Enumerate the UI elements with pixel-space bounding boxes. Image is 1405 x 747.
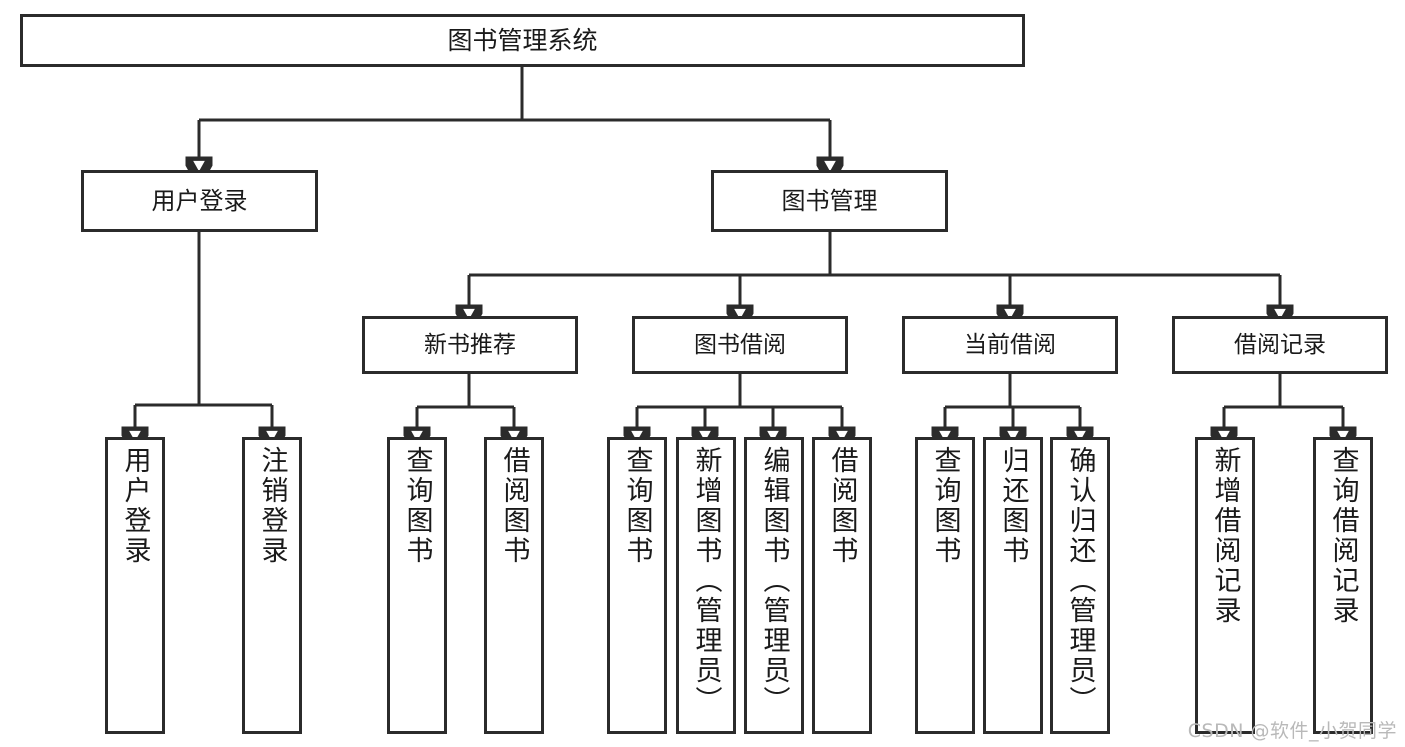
node-label: 归还图书 — [997, 446, 1029, 566]
node-label: 新增图书（管理员） — [690, 446, 722, 716]
node-label: 新书推荐 — [424, 331, 516, 358]
node-label: 查询图书 — [621, 446, 653, 566]
leaf-book-borrow-query-book[interactable]: 查询图书 — [607, 437, 667, 734]
leaf-current-borrow-return-book[interactable]: 归还图书 — [983, 437, 1043, 734]
leaf-current-borrow-query-book[interactable]: 查询图书 — [915, 437, 975, 734]
node-label: 编辑图书（管理员） — [758, 446, 790, 716]
leaf-new-book-query-book[interactable]: 查询图书 — [387, 437, 447, 734]
leaf-user-login-login[interactable]: 用户登录 — [105, 437, 165, 734]
node-label: 当前借阅 — [964, 331, 1056, 358]
node-new-book-recommend[interactable]: 新书推荐 — [362, 316, 578, 374]
node-label: 借阅记录 — [1234, 331, 1326, 358]
node-label: 查询借阅记录 — [1327, 446, 1359, 626]
node-label: 借阅图书 — [826, 446, 858, 566]
leaf-borrow-records-query-record[interactable]: 查询借阅记录 — [1313, 437, 1373, 734]
node-label: 借阅图书 — [498, 446, 530, 566]
node-label: 用户登录 — [119, 446, 151, 566]
node-label: 新增借阅记录 — [1209, 446, 1241, 626]
node-borrow-records[interactable]: 借阅记录 — [1172, 316, 1388, 374]
leaf-book-borrow-borrow-book[interactable]: 借阅图书 — [812, 437, 872, 734]
leaf-book-borrow-edit-book-admin[interactable]: 编辑图书（管理员） — [744, 437, 804, 734]
node-label: 用户登录 — [151, 187, 248, 215]
csdn-watermark: CSDN @软件_小贺同学 — [1187, 720, 1397, 742]
leaf-user-login-logout[interactable]: 注销登录 — [242, 437, 302, 734]
node-label: 图书借阅 — [694, 331, 786, 358]
node-label: 图书管理系统 — [447, 25, 598, 55]
node-book-borrow[interactable]: 图书借阅 — [632, 316, 848, 374]
node-label: 确认归还（管理员） — [1064, 446, 1096, 716]
node-current-borrow[interactable]: 当前借阅 — [902, 316, 1118, 374]
node-label: 注销登录 — [256, 446, 288, 566]
node-label: 查询图书 — [929, 446, 961, 566]
node-label: 图书管理 — [781, 187, 878, 215]
node-user-login[interactable]: 用户登录 — [81, 170, 318, 232]
node-book-management[interactable]: 图书管理 — [711, 170, 948, 232]
leaf-new-book-borrow-book[interactable]: 借阅图书 — [484, 437, 544, 734]
leaf-book-borrow-add-book-admin[interactable]: 新增图书（管理员） — [676, 437, 736, 734]
leaf-current-borrow-confirm-return-admin[interactable]: 确认归还（管理员） — [1050, 437, 1110, 734]
node-label: 查询图书 — [401, 446, 433, 566]
leaf-borrow-records-add-record[interactable]: 新增借阅记录 — [1195, 437, 1255, 734]
node-root-book-management-system[interactable]: 图书管理系统 — [20, 14, 1025, 67]
